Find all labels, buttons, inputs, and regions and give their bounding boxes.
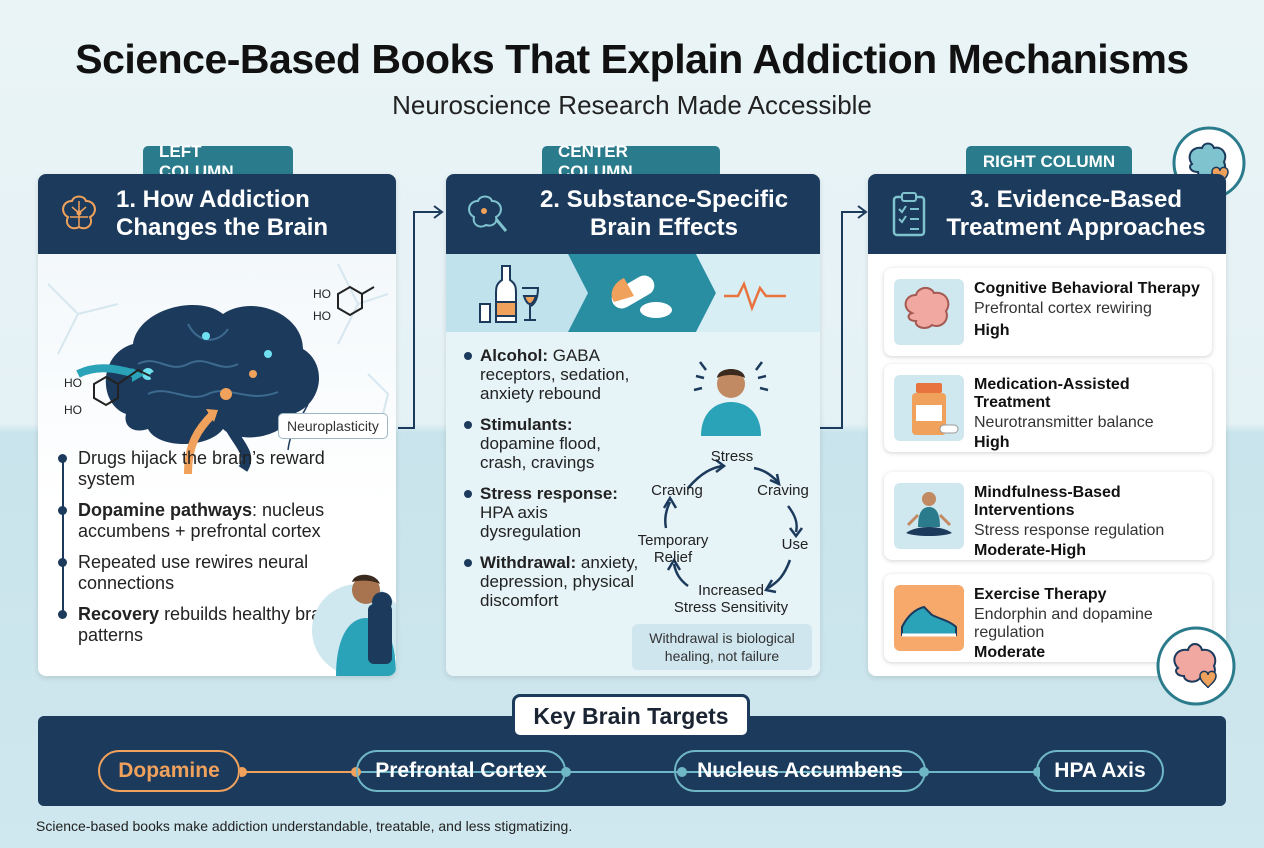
list-item: Stimulants: dopamine flood, crash, cravi…: [464, 415, 644, 472]
left-card: 1. How Addiction Changes the Brain: [38, 174, 396, 676]
treatment-desc: Endorphin and dopamine regulation: [974, 606, 1153, 641]
cycle-use: Use: [781, 536, 809, 553]
substance-list: Alcohol: GABA receptors, sedation, anxie…: [464, 346, 644, 622]
treatment-card: Exercise Therapy Endorphin and dopamine …: [884, 574, 1212, 662]
treatment-level: Moderate-High: [974, 542, 1086, 559]
treatment-name: Cognitive Behavioral Therapy: [974, 280, 1200, 297]
treatment-name: Mindfulness-Based Interventions: [974, 484, 1121, 519]
substance-band: [446, 254, 820, 332]
craving-cycle-diagram: [662, 459, 803, 594]
brain-icon: [468, 195, 508, 232]
target-prefrontal-cortex: Prefrontal Cortex: [356, 750, 566, 792]
center-title-line2: Brain Effects: [589, 214, 739, 241]
treatment-desc: Stress response regulation: [974, 522, 1165, 539]
left-title-line2: Changes the Brain: [116, 214, 329, 241]
target-hpa-axis: HPA Axis: [1036, 750, 1164, 792]
right-title-line2: Treatment Approaches: [946, 214, 1206, 241]
meditation-icon: [894, 483, 964, 549]
brain-icon: [894, 279, 964, 345]
wine-bottle-icon: [479, 265, 540, 323]
treatment-card: Cognitive Behavioral Therapy Prefrontal …: [884, 268, 1212, 356]
pill-icon: [611, 275, 672, 318]
target-dopamine: Dopamine: [98, 750, 240, 792]
list-item: Stress response: HPA axis dysregulation: [464, 484, 644, 541]
molecule-label: HO: [313, 287, 331, 301]
molecule-label: HO: [64, 376, 82, 390]
connector-arrow-left: [398, 205, 444, 429]
brain-diagram: HO HO HO HO: [47, 263, 390, 475]
list-item: Withdrawal: anxiety, depression, physica…: [464, 553, 644, 610]
treatment-level: Moderate: [974, 644, 1046, 661]
right-title-line1: 3. Evidence-Based: [969, 186, 1183, 213]
center-card: 2. Substance-Specific Brain Effects Alco…: [446, 174, 820, 676]
right-card-header: 3. Evidence-Based Treatment Approaches: [868, 174, 1226, 254]
right-column-tag: RIGHT COLUMN: [966, 146, 1132, 178]
cycle-craving-right: Craving: [757, 482, 809, 499]
center-body: [446, 332, 820, 676]
cycle-stress: Stress: [710, 448, 754, 465]
right-card: 3. Evidence-Based Treatment Approaches C…: [868, 174, 1226, 676]
treatment-level: High: [974, 434, 1010, 451]
sneaker-icon: [894, 585, 964, 651]
treatment-desc: Neurotransmitter balance: [974, 414, 1154, 431]
list-item: Dopamine pathways: nucleus accumbens + p…: [58, 500, 358, 542]
list-item: Repeated use rewires neural connections: [58, 552, 358, 594]
center-card-header: 2. Substance-Specific Brain Effects: [446, 174, 820, 254]
molecule-label: HO: [64, 403, 82, 417]
left-bullet-list: Drugs hijack the brain’s reward system D…: [58, 448, 358, 656]
page-title: Science-Based Books That Explain Addicti…: [75, 36, 1189, 82]
left-card-header: 1. How Addiction Changes the Brain: [38, 174, 396, 254]
connector-arrow-right: [820, 205, 868, 429]
medication-bottle-icon: [894, 375, 964, 441]
left-title-line1: 1. How Addiction: [116, 186, 310, 213]
person-studying-illustration: [312, 574, 396, 676]
treatment-name: Exercise Therapy: [974, 586, 1107, 603]
stressed-person-icon: [693, 361, 769, 436]
treatment-level: High: [974, 322, 1010, 339]
list-item: Drugs hijack the brain’s reward system: [58, 448, 358, 490]
cycle-craving-left: Craving: [651, 482, 703, 499]
withdrawal-note: Withdrawal is biological healing, not fa…: [632, 624, 812, 670]
brain-network-icon: [62, 195, 96, 230]
treatment-name: Medication-Assisted Treatment: [974, 376, 1130, 411]
clipboard-checklist-icon: [892, 192, 926, 237]
treatment-card: Mindfulness-Based Interventions Stress r…: [884, 472, 1212, 560]
list-item: Recovery rebuilds healthy brain patterns: [58, 604, 358, 646]
footer-text: Science-based books make addiction under…: [36, 818, 573, 834]
heartbeat-icon: [724, 280, 786, 312]
target-nucleus-accumbens: Nucleus Accumbens: [674, 750, 926, 792]
brain-heart-icon: [1156, 626, 1236, 706]
targets-title: Key Brain Targets: [512, 694, 750, 738]
page-subtitle: Neuroscience Research Made Accessible: [392, 90, 872, 120]
treatment-card: Medication-Assisted Treatment Neurotrans…: [884, 364, 1212, 452]
neuroplasticity-label: Neuroplasticity: [278, 413, 388, 439]
bullet-line: [62, 456, 64, 616]
treatment-desc: Prefrontal cortex rewiring: [974, 300, 1152, 317]
list-item: Alcohol: GABA receptors, sedation, anxie…: [464, 346, 644, 403]
molecule-label: HO: [313, 309, 331, 323]
center-title-line1: 2. Substance-Specific: [539, 186, 789, 213]
